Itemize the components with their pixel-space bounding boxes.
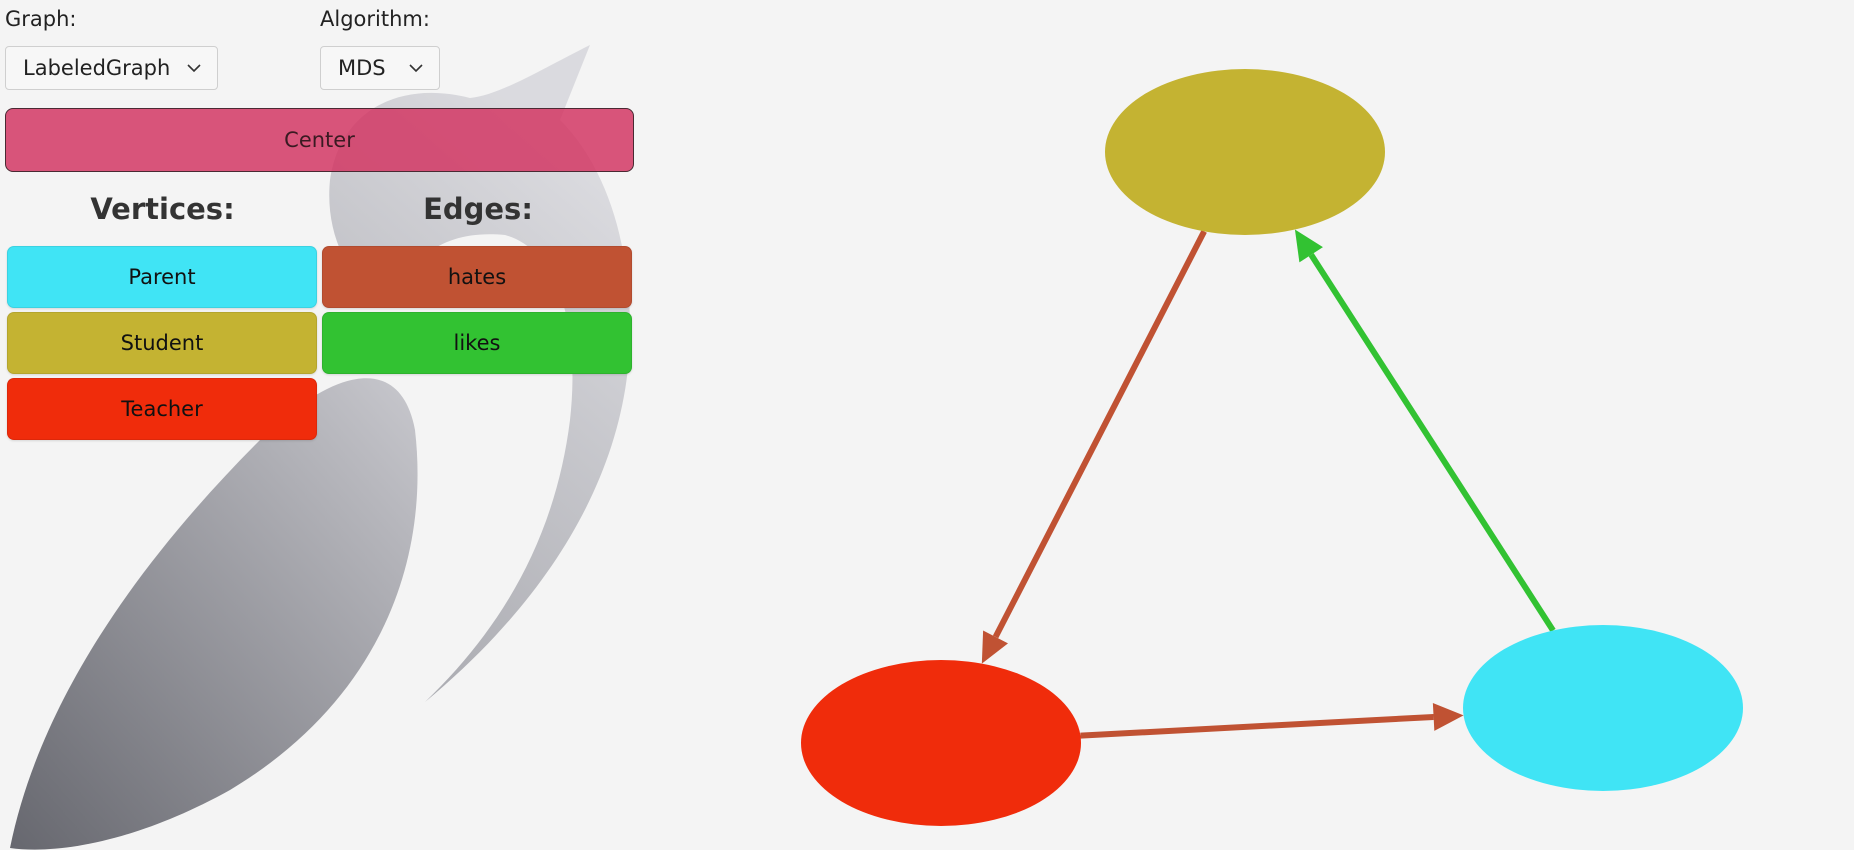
chevron-down-icon (409, 61, 423, 75)
edges-title: Edges: (423, 192, 533, 226)
graph-dropdown-value: LabeledGraph (23, 56, 171, 80)
algorithm-label: Algorithm: (320, 7, 430, 31)
edge-line (1308, 253, 1556, 633)
arrowhead-icon (1294, 229, 1323, 263)
arrowhead-icon (1432, 702, 1464, 731)
vertices-title: Vertices: (90, 192, 235, 226)
center-button[interactable]: Center (5, 108, 634, 172)
edge-parent-student[interactable] (1294, 229, 1556, 633)
edge-student-teacher[interactable] (981, 230, 1207, 664)
graph-label: Graph: (5, 7, 77, 31)
algorithm-dropdown[interactable]: MDS (320, 46, 440, 90)
vertex-chip-parent[interactable]: Parent (7, 246, 317, 308)
vertex-student[interactable] (1105, 69, 1385, 235)
arrowhead-icon (981, 630, 1009, 664)
edge-line (992, 230, 1207, 639)
edge-line (1080, 713, 1434, 739)
edge-chip-likes[interactable]: likes (322, 312, 632, 374)
vertex-parent[interactable] (1463, 625, 1743, 791)
edge-teacher-parent[interactable] (1080, 702, 1464, 739)
algorithm-dropdown-value: MDS (338, 56, 386, 80)
vertex-teacher[interactable] (801, 660, 1081, 826)
graph-dropdown[interactable]: LabeledGraph (5, 46, 218, 90)
vertex-chip-student[interactable]: Student (7, 312, 317, 374)
chevron-down-icon (187, 61, 201, 75)
edge-chip-hates[interactable]: hates (322, 246, 632, 308)
vertex-chip-teacher[interactable]: Teacher (7, 378, 317, 440)
